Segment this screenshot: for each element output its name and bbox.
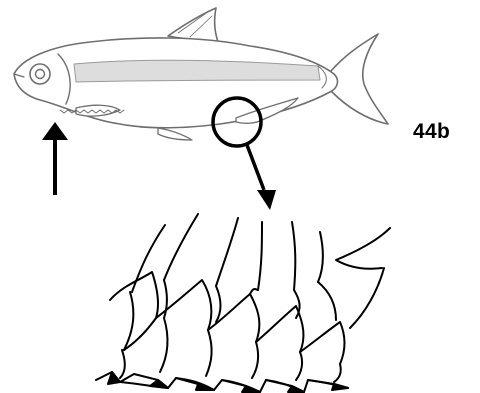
figure-label: 44b bbox=[413, 120, 450, 144]
scales-detail-illustration bbox=[96, 214, 390, 392]
fish-body bbox=[14, 38, 337, 128]
pelvic-fin bbox=[158, 128, 192, 140]
dorsal-fin bbox=[168, 8, 218, 42]
lateral-band bbox=[74, 60, 320, 82]
diagonal-arrow-icon bbox=[247, 145, 276, 210]
fish-icon bbox=[14, 8, 388, 140]
up-arrow-icon bbox=[42, 122, 68, 195]
tail-fin bbox=[330, 34, 388, 124]
